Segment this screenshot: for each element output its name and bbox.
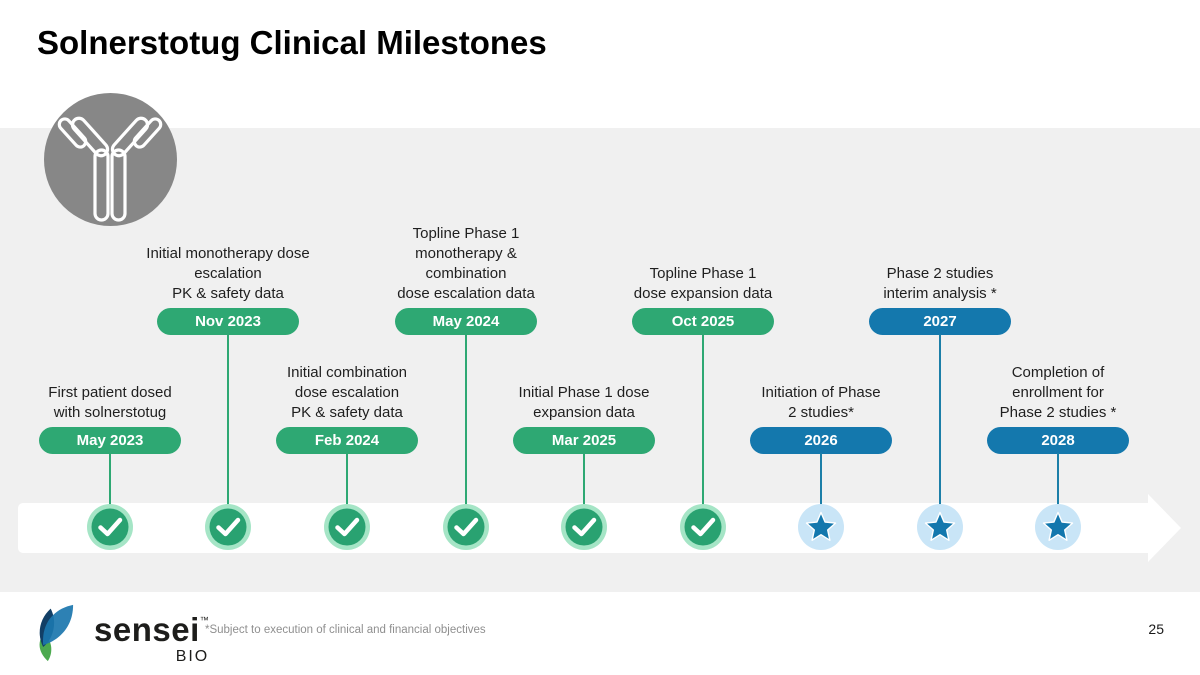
- check-icon: [443, 504, 489, 550]
- milestone-date-pill: Feb 2024: [276, 427, 418, 454]
- milestone-2026: Initiation of Phase 2 studies* 2026: [706, 0, 936, 675]
- milestone-label: Initiation of Phase 2 studies*: [761, 384, 881, 421]
- milestone-2028: Completion of enrollment for Phase 2 stu…: [943, 0, 1173, 675]
- sensei-logo-icon: [35, 604, 85, 667]
- milestone-mar-2025: Initial Phase 1 dose expansion data Mar …: [469, 0, 699, 675]
- check-icon: [205, 504, 251, 550]
- milestone-date: May 2024: [432, 313, 500, 330]
- milestone-date: 2027: [923, 313, 957, 330]
- logo-bio-label: BIO: [175, 648, 210, 665]
- milestone-date: Oct 2025: [671, 313, 735, 330]
- milestone-label: Initial Phase 1 dose expansion data: [518, 384, 650, 421]
- milestone-label: Initial combination dose escalation PK &…: [286, 364, 408, 421]
- star-icon: [1035, 504, 1081, 550]
- milestone-date-pill: 2026: [750, 427, 892, 454]
- milestone-date-pill: May 2023: [39, 427, 181, 454]
- milestone-date-pill: Nov 2023: [157, 308, 299, 335]
- milestone-date: 2026: [804, 432, 838, 449]
- sensei-bio-logo: sensei™ BIO: [35, 604, 209, 667]
- milestone-date: Feb 2024: [314, 432, 380, 449]
- connector-line: [346, 453, 348, 527]
- milestone-date: 2028: [1041, 432, 1075, 449]
- connector-line: [465, 334, 467, 527]
- milestone-date: Mar 2025: [551, 432, 617, 449]
- milestone-date-pill: Oct 2025: [632, 308, 774, 335]
- milestone-feb-2024: Initial combination dose escalation PK &…: [232, 0, 462, 675]
- antibody-icon: [44, 93, 177, 226]
- connector-line: [939, 334, 941, 527]
- connector-line: [1057, 453, 1059, 527]
- milestone-date-pill: Mar 2025: [513, 427, 655, 454]
- milestone-date: Nov 2023: [195, 313, 261, 330]
- milestone-2027: Phase 2 studies interim analysis * 2027: [825, 0, 1055, 675]
- milestone-may-2023: First patient dosed with solnerstotug Ma…: [0, 0, 225, 675]
- check-icon: [680, 504, 726, 550]
- connector-line: [227, 334, 229, 527]
- milestone-date: May 2023: [76, 432, 144, 449]
- milestone-may-2024: Topline Phase 1 monotherapy & combinatio…: [351, 0, 581, 675]
- connector-line: [820, 453, 822, 527]
- check-icon: [324, 504, 370, 550]
- star-icon: [917, 504, 963, 550]
- milestone-label: First patient dosed with solnerstotug: [48, 384, 172, 421]
- footnote: *Subject to execution of clinical and fi…: [205, 624, 486, 636]
- milestone-label: Completion of enrollment for Phase 2 stu…: [999, 364, 1117, 421]
- milestone-label: Topline Phase 1 dose expansion data: [633, 265, 773, 302]
- milestone-oct-2025: Topline Phase 1 dose expansion data Oct …: [588, 0, 818, 675]
- milestone-label: Phase 2 studies interim analysis *: [883, 265, 997, 302]
- trademark-symbol: ™: [199, 615, 210, 625]
- check-icon: [87, 504, 133, 550]
- connector-line: [702, 334, 704, 527]
- milestone-label: Initial monotherapy dose escalation PK &…: [146, 245, 310, 302]
- connector-line: [109, 453, 111, 527]
- star-icon: [798, 504, 844, 550]
- timeline-arrowhead: [1148, 494, 1181, 562]
- logo-wordmark: sensei™: [94, 611, 210, 648]
- milestone-label: Topline Phase 1 monotherapy & combinatio…: [397, 225, 535, 302]
- page-number: 25: [1148, 621, 1164, 637]
- check-icon: [561, 504, 607, 550]
- milestone-date-pill: May 2024: [395, 308, 537, 335]
- logo-text: sensei™ BIO: [94, 604, 209, 666]
- page-title: Solnerstotug Clinical Milestones: [37, 24, 547, 61]
- connector-line: [583, 453, 585, 527]
- milestone-nov-2023: Initial monotherapy dose escalation PK &…: [113, 0, 343, 675]
- milestone-date-pill: 2028: [987, 427, 1129, 454]
- milestone-date-pill: 2027: [869, 308, 1011, 335]
